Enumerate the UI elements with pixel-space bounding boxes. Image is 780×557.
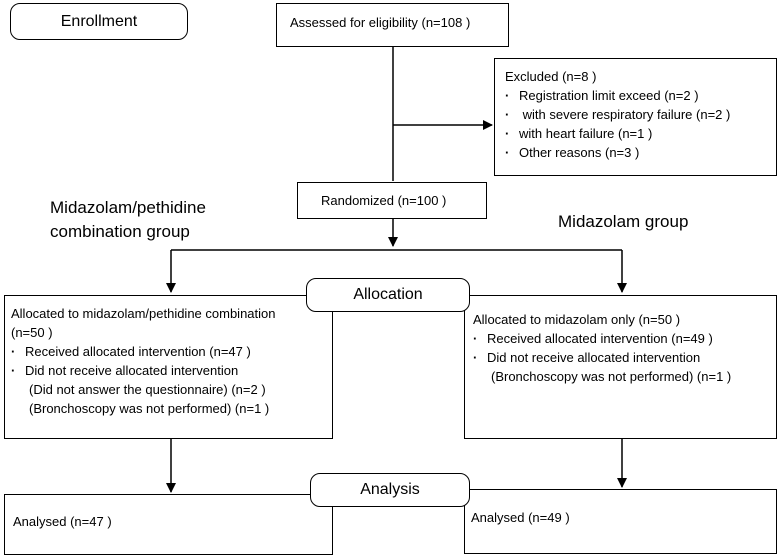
right-group-line: Midazolam group xyxy=(558,212,689,231)
assessed-box: Assessed for eligibility (n=108 ) xyxy=(276,3,509,47)
right-alloc-reason: (Bronchoscopy was not performed) (n=1 ) xyxy=(491,369,732,384)
right-analysed-box: Analysed (n=49 ) xyxy=(464,489,777,554)
assessed-text: Assessed for eligibility (n=108 ) xyxy=(290,15,471,30)
left-analysed-text: Analysed (n=47 ) xyxy=(13,514,112,529)
analysis-label: Analysis xyxy=(360,481,420,498)
left-alloc-received: Received allocated intervention (n=47 ) xyxy=(11,342,332,361)
right-group-title: Midazolam group xyxy=(558,210,688,234)
left-group-title: Midazolam/pethidine combination group xyxy=(50,196,206,244)
excluded-item: Other reasons (n=3 ) xyxy=(505,143,776,162)
left-alloc-reason: (Did not answer the questionnaire) (n=2 … xyxy=(29,382,266,397)
left-alloc-reason: (Bronchoscopy was not performed) (n=1 ) xyxy=(29,401,270,416)
excluded-box: Excluded (n=8 ) Registration limit excee… xyxy=(494,58,777,176)
left-group-line2: combination group xyxy=(50,222,190,241)
allocation-label: Allocation xyxy=(353,286,423,303)
enrollment-header: Enrollment xyxy=(10,3,188,40)
right-alloc-title: Allocated to midazolam only (n=50 ) xyxy=(473,312,681,327)
left-alloc-n: (n=50 ) xyxy=(11,325,53,340)
right-alloc-not-received: Did not receive allocated intervention xyxy=(473,348,776,367)
enrollment-label: Enrollment xyxy=(60,12,138,30)
right-analysed-text: Analysed (n=49 ) xyxy=(471,510,570,525)
left-alloc-not-received: Did not receive allocated intervention xyxy=(11,361,332,380)
left-group-line1: Midazolam/pethidine xyxy=(50,198,206,217)
excluded-item: with heart failure (n=1 ) xyxy=(505,124,776,143)
right-alloc-received: Received allocated intervention (n=49 ) xyxy=(473,329,776,348)
excluded-item: with severe respiratory failure (n=2 ) xyxy=(505,105,776,124)
excluded-title: Excluded (n=8 ) xyxy=(505,69,597,84)
left-analysed-box: Analysed (n=47 ) xyxy=(4,494,333,555)
right-allocation-box: Allocated to midazolam only (n=50 ) Rece… xyxy=(464,295,777,439)
excluded-item: Registration limit exceed (n=2 ) xyxy=(505,86,776,105)
left-allocation-box: Allocated to midazolam/pethidine combina… xyxy=(4,295,333,439)
analysis-header: Analysis xyxy=(310,473,470,507)
randomized-text: Randomized (n=100 ) xyxy=(321,193,447,208)
randomized-box: Randomized (n=100 ) xyxy=(297,182,487,219)
allocation-header: Allocation xyxy=(306,278,470,312)
left-alloc-title: Allocated to midazolam/pethidine combina… xyxy=(11,306,276,321)
